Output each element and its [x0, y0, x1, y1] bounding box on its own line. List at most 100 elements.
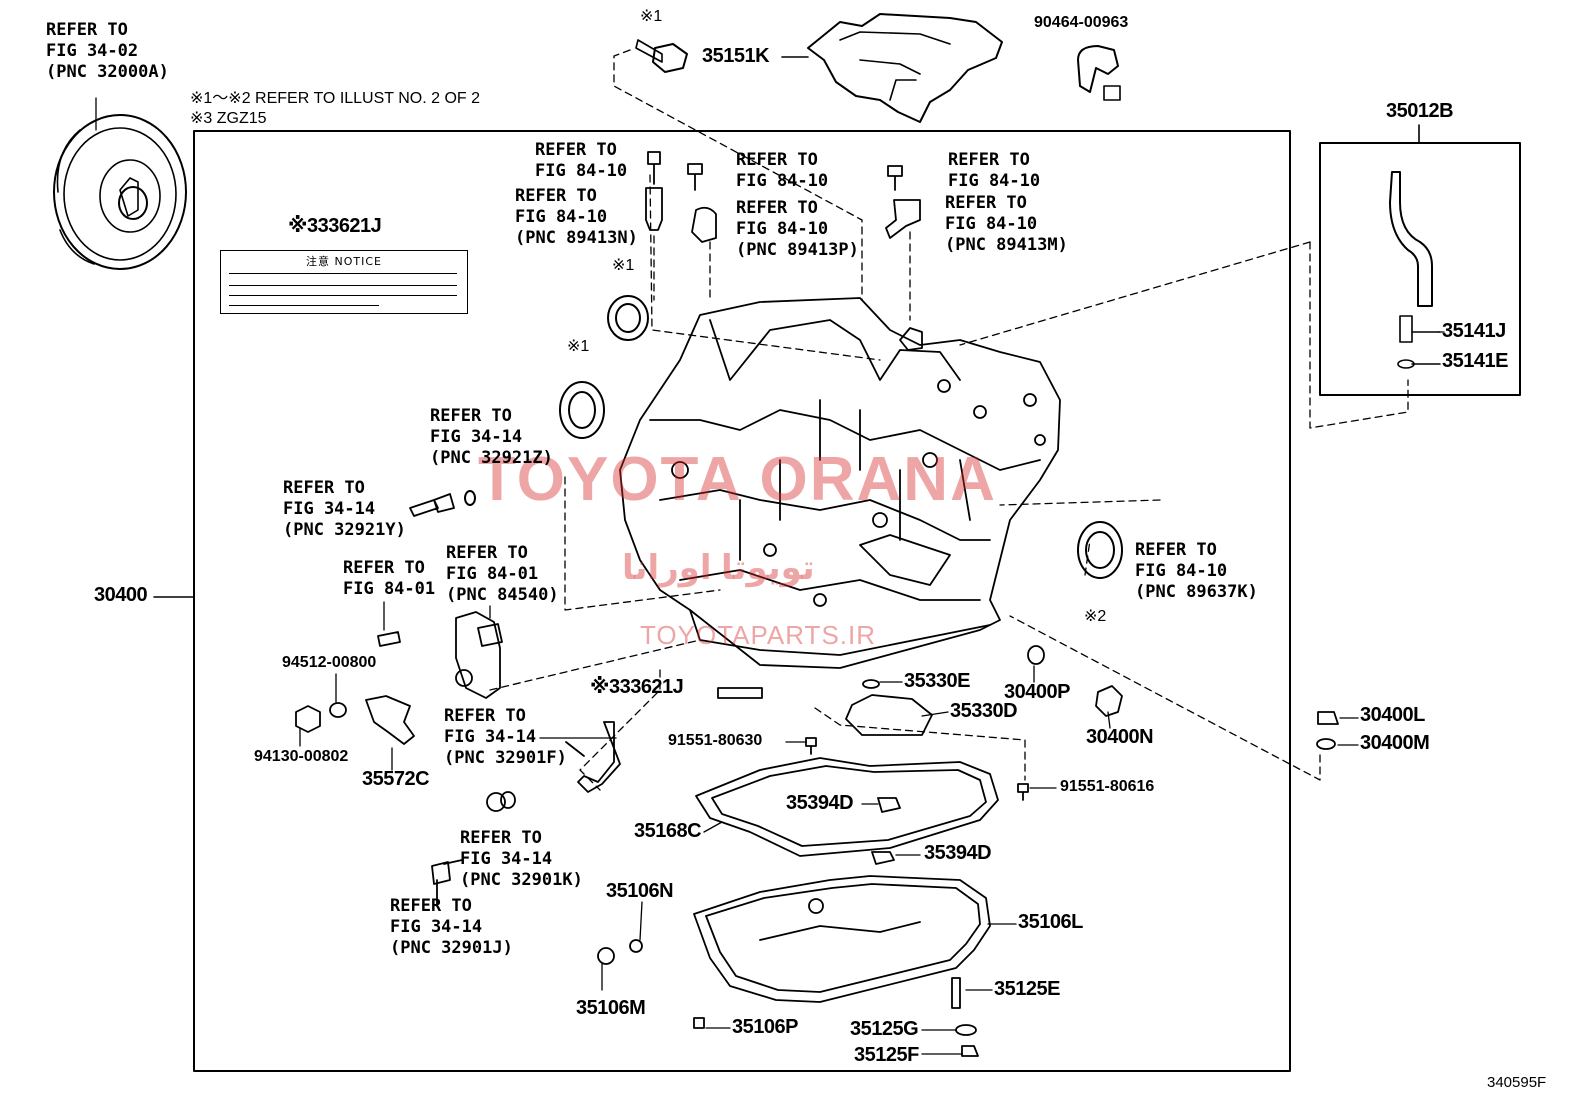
- torque-converter-drawing: [53, 97, 187, 270]
- clamp-90464-drawing: [1077, 45, 1121, 101]
- part-35330D: 35330D: [950, 700, 1018, 722]
- part-35106M: 35106M: [576, 997, 646, 1019]
- ref-line: REFER TO: [430, 406, 512, 426]
- part-35106N: 35106N: [606, 880, 674, 902]
- ref-line: REFER TO: [948, 150, 1030, 170]
- ref-line: FIG 34-14: [460, 849, 553, 869]
- ref-line: (PNC 32901K): [460, 870, 583, 890]
- cover-35151K-drawing: [807, 13, 1003, 123]
- ref-line: REFER TO: [515, 186, 597, 206]
- ref-line: REFER TO: [283, 478, 365, 498]
- ref-line: (PNC 89637K): [1135, 582, 1258, 602]
- ref-line: (PNC 89413M): [945, 235, 1068, 255]
- ref-line: FIG 84-01: [446, 564, 539, 584]
- ref-bolt-a: REFER TO FIG 84-10: [535, 140, 627, 182]
- part-91551-80616: 91551-80616: [1060, 778, 1155, 795]
- figure-id-code: 340595F: [1487, 1074, 1547, 1091]
- ref-line: REFER TO: [444, 706, 526, 726]
- part-30400L: 30400L: [1360, 704, 1425, 726]
- ref-line: FIG 84-10: [515, 207, 608, 227]
- ref-line: REFER TO: [390, 896, 472, 916]
- ref-line: REFER TO: [535, 140, 617, 160]
- ref-line: REFER TO: [736, 198, 818, 218]
- ref-torque-converter: REFER TO FIG 34-02 (PNC 32000A): [46, 20, 169, 83]
- left-parts-drawing: [295, 493, 621, 905]
- ref-line: (PNC 32000A): [46, 62, 169, 82]
- ref-line: FIG 34-14: [283, 499, 376, 519]
- part-label-notice-33621J: ※333621J: [288, 215, 382, 237]
- note-refer-illust: ※1～※2 REFER TO ILLUST NO. 2 OF 2: [190, 90, 481, 107]
- ref-line: FIG 34-14: [430, 427, 523, 447]
- mark-2-seal: ※2: [1084, 608, 1107, 625]
- part-35394D-a: 35394D: [786, 792, 854, 814]
- part-35151K: 35151K: [702, 45, 770, 67]
- part-33621J-label: ※333621J: [590, 676, 684, 698]
- ref-line: REFER TO: [343, 558, 425, 578]
- ref-line: (PNC 89413N): [515, 228, 638, 248]
- ref-line: REFER TO: [460, 828, 542, 848]
- ref-line: FIG 34-14: [390, 917, 483, 937]
- ref-line: REFER TO: [446, 543, 528, 563]
- ref-32901K: REFER TO FIG 34-14 (PNC 32901K): [460, 828, 583, 891]
- part-30400N: 30400N: [1086, 726, 1154, 748]
- tube-35012B-drawing: [1389, 124, 1441, 369]
- ref-line: FIG 34-02: [46, 41, 139, 61]
- ref-line: REFER TO: [1135, 540, 1217, 560]
- mark-1-seal-b: ※1: [567, 338, 590, 355]
- ref-line: REFER TO: [736, 150, 818, 170]
- part-94512-00800: 94512-00800: [282, 654, 377, 671]
- part-35125E: 35125E: [994, 978, 1060, 1000]
- ref-sensor-89413P: REFER TO FIG 84-10 (PNC 89413P): [736, 198, 859, 261]
- ref-line: (PNC 32901J): [390, 938, 513, 958]
- sensor-bolts-drawing: [645, 151, 921, 321]
- ref-84540: REFER TO FIG 84-01 (PNC 84540): [446, 543, 559, 606]
- ref-sensor-89413N: REFER TO FIG 84-10 (PNC 89413N): [515, 186, 638, 249]
- ref-line: FIG 84-10: [736, 219, 829, 239]
- ref-line: REFER TO: [945, 193, 1027, 213]
- ref-line: (PNC 32921Z): [430, 448, 553, 468]
- oil-seals-drawing: [464, 295, 1123, 579]
- ref-bolt-c: REFER TO FIG 84-10: [948, 150, 1040, 192]
- ref-bolt-b: REFER TO FIG 84-10: [736, 150, 828, 192]
- ref-32901J: REFER TO FIG 34-14 (PNC 32901J): [390, 896, 513, 959]
- ref-32901F: REFER TO FIG 34-14 (PNC 32901F): [444, 706, 567, 769]
- part-35125F: 35125F: [854, 1044, 919, 1066]
- part-30400: 30400: [94, 584, 148, 606]
- part-35141E: 35141E: [1442, 350, 1508, 372]
- ref-line: FIG 84-10: [736, 171, 829, 191]
- note-zgz15: ※3 ZGZ15: [190, 110, 267, 127]
- main-frame: [193, 130, 1291, 1072]
- ref-line: FIG 84-10: [535, 161, 628, 181]
- part-35012B: 35012B: [1386, 100, 1454, 122]
- oil-strainer-drawing: [717, 645, 1339, 801]
- part-35394D-b: 35394D: [924, 842, 992, 864]
- oil-pan-35106L-drawing: [597, 875, 991, 1057]
- part-35330E: 35330E: [904, 670, 970, 692]
- part-94130-00802: 94130-00802: [254, 748, 349, 765]
- inset-frame-35012B: [1319, 142, 1521, 396]
- ref-line: (PNC 32901F): [444, 748, 567, 768]
- part-35572C: 35572C: [362, 768, 430, 790]
- notice-card-header: 注意 NOTICE: [306, 255, 382, 268]
- part-90464-00963: 90464-00963: [1034, 14, 1129, 31]
- transaxle-housing-drawing: [619, 297, 1061, 669]
- part-35141J: 35141J: [1442, 320, 1506, 342]
- mark-1-top-bolt: ※1: [640, 8, 663, 25]
- part-35168C: 35168C: [634, 820, 702, 842]
- part-30400P: 30400P: [1004, 681, 1070, 703]
- part-30400M: 30400M: [1360, 732, 1430, 754]
- ref-line: FIG 84-01: [343, 579, 436, 599]
- part-91551-80630: 91551-80630: [668, 732, 763, 749]
- ref-line: REFER TO: [46, 20, 128, 40]
- ref-line: (PNC 89413P): [736, 240, 859, 260]
- ref-89637K: REFER TO FIG 84-10 (PNC 89637K): [1135, 540, 1258, 603]
- ref-fig-84-01: REFER TO FIG 84-01: [343, 558, 435, 600]
- ref-sensor-89413M: REFER TO FIG 84-10 (PNC 89413M): [945, 193, 1068, 256]
- ref-line: (PNC 84540): [446, 585, 559, 605]
- gasket-35168C-drawing: [695, 757, 999, 865]
- ref-line: FIG 84-10: [945, 214, 1038, 234]
- ref-line: FIG 34-14: [444, 727, 537, 747]
- mark-1-seal-a: ※1: [612, 257, 635, 274]
